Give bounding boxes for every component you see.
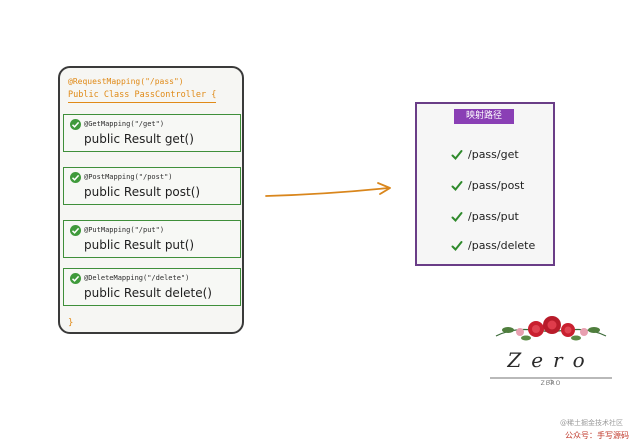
- method-signature: public Result put(): [84, 238, 195, 252]
- check-circle-icon: [70, 273, 81, 284]
- path-label: /pass/post: [468, 179, 525, 192]
- path-label: /pass/put: [468, 210, 519, 223]
- checkmark-icon: [451, 181, 463, 191]
- method-box-post: @PostMapping("/post") public Result post…: [63, 167, 241, 205]
- rose-logo-icon: [490, 316, 612, 385]
- mapping-arrow-icon: [265, 182, 391, 197]
- path-label: /pass/get: [468, 148, 519, 161]
- paths-title: 映射路径: [454, 109, 514, 124]
- method-signature: public Result delete(): [84, 286, 212, 300]
- check-circle-icon: [70, 119, 81, 130]
- method-mapping: @DeleteMapping("/delete"): [84, 274, 190, 282]
- method-box-get: @GetMapping("/get") public Result get(): [63, 114, 241, 152]
- checkmark-icon: [451, 150, 463, 160]
- controller-card: @RequestMapping("/pass") Public Class Pa…: [58, 66, 244, 334]
- method-signature: public Result get(): [84, 132, 194, 146]
- method-box-put: @PutMapping("/put") public Result put(): [63, 220, 241, 258]
- logo-subtext: ZERO: [540, 380, 562, 387]
- checkmark-icon: [451, 241, 463, 251]
- method-signature: public Result post(): [84, 185, 201, 199]
- request-mapping-annotation: @RequestMapping("/pass"): [68, 77, 184, 86]
- method-mapping: @PostMapping("/post"): [84, 173, 173, 181]
- check-circle-icon: [70, 172, 81, 183]
- logo-wordmark: Zero: [507, 348, 595, 372]
- path-label: /pass/delete: [468, 239, 536, 252]
- method-box-delete: @DeleteMapping("/delete") public Result …: [63, 268, 241, 306]
- checkmark-icon: [451, 212, 463, 222]
- closing-brace: }: [68, 318, 74, 328]
- check-circle-icon: [70, 225, 81, 236]
- mapped-paths-box: 映射路径 /pass/get /pass/post /pass/put /pas…: [415, 102, 555, 266]
- watermark-community: @稀土掘金技术社区: [560, 419, 623, 427]
- method-mapping: @GetMapping("/get"): [84, 120, 165, 128]
- method-mapping: @PutMapping("/put"): [84, 226, 165, 234]
- watermark-account: 公众号：手写源码: [565, 431, 629, 440]
- class-declaration: Public Class PassController {: [68, 90, 217, 103]
